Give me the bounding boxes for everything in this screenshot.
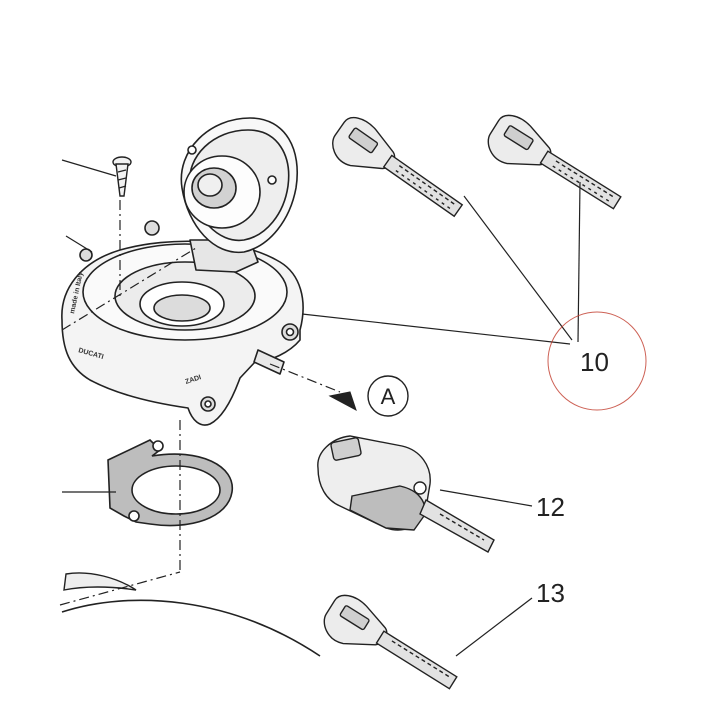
gasket-icon <box>107 439 233 527</box>
flange-hole-top <box>144 220 160 236</box>
arrow-icon <box>328 391 357 412</box>
leader-lines-left <box>61 159 117 493</box>
key-icon <box>323 594 458 690</box>
callout-remote-key: 13 <box>536 578 565 608</box>
lid-pin <box>187 145 197 155</box>
cap-filler-inner <box>153 294 211 322</box>
key-icon <box>487 114 622 210</box>
flange-hole-bottom-inner <box>204 400 212 408</box>
callout-spare-key: 12 <box>536 492 565 522</box>
flange-hole-right-inner <box>285 327 295 337</box>
fuel-cap-assembly: DUCATI ZADI made in Italy <box>61 117 304 426</box>
cap-lock-face <box>197 173 223 197</box>
tank-outline <box>61 599 321 657</box>
lid-pin-2 <box>267 175 277 185</box>
screw-icon <box>112 156 132 197</box>
maker-marking: ZADI <box>184 374 202 386</box>
callout-key-set: 10 <box>580 347 609 377</box>
callout-highlight <box>547 311 647 411</box>
detail-ref-label: A <box>381 384 396 409</box>
breather-tube <box>253 349 285 375</box>
assembly-axes <box>59 200 341 606</box>
key-icon <box>332 116 464 218</box>
tank-outline-lip <box>63 572 137 591</box>
detail-ref-circle <box>367 375 409 417</box>
key-icon <box>317 435 495 553</box>
